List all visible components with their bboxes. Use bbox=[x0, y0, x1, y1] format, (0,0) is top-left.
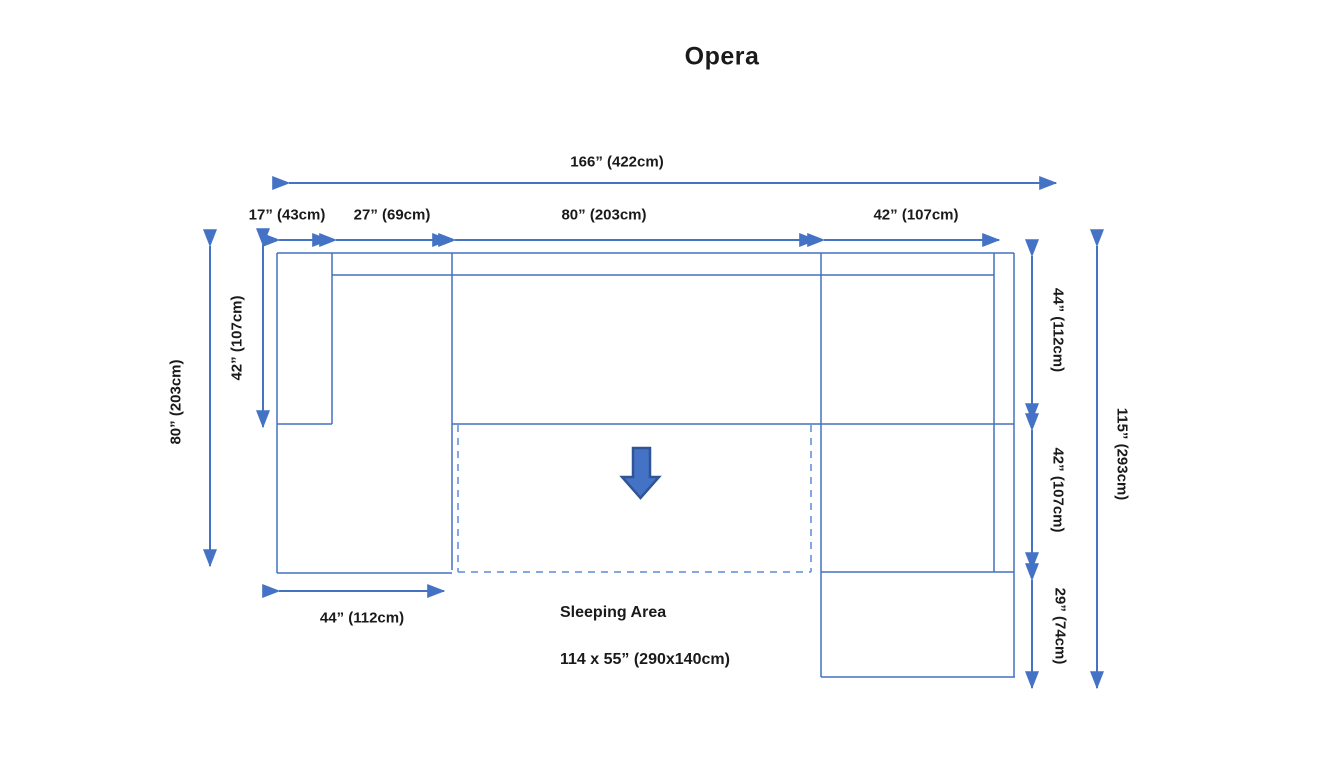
label-seat-80: 80” (203cm) bbox=[561, 206, 647, 224]
label-left-depth-upper: 42” (107cm) bbox=[228, 295, 246, 381]
label-overall-depth: 115” (293cm) bbox=[1113, 407, 1131, 501]
label-right-depth-lower: 29” (74cm) bbox=[1051, 587, 1069, 665]
label-chaise-width: 44” (112cm) bbox=[319, 609, 405, 627]
label-right-depth-mid: 42” (107cm) bbox=[1049, 447, 1067, 533]
label-left-arm-width: 17” (43cm) bbox=[248, 206, 326, 224]
label-overall-width: 166” (422cm) bbox=[570, 153, 664, 171]
sleeping-area-size: 114 x 55” (290x140cm) bbox=[560, 651, 730, 668]
label-right-width: 42” (107cm) bbox=[873, 206, 959, 224]
down-arrow-icon bbox=[619, 446, 662, 500]
sofa-outline bbox=[276, 252, 1015, 678]
sleeping-area-label: Sleeping Area bbox=[560, 604, 667, 621]
diagram-title: Opera bbox=[684, 42, 760, 71]
sleeping-area-dashed-outline bbox=[457, 425, 812, 573]
dimension-arrows bbox=[203, 176, 1104, 690]
label-seat-27: 27” (69cm) bbox=[353, 206, 431, 224]
label-right-depth-upper: 44” (112cm) bbox=[1049, 287, 1067, 373]
label-left-depth-total: 80” (203cm) bbox=[167, 359, 185, 445]
